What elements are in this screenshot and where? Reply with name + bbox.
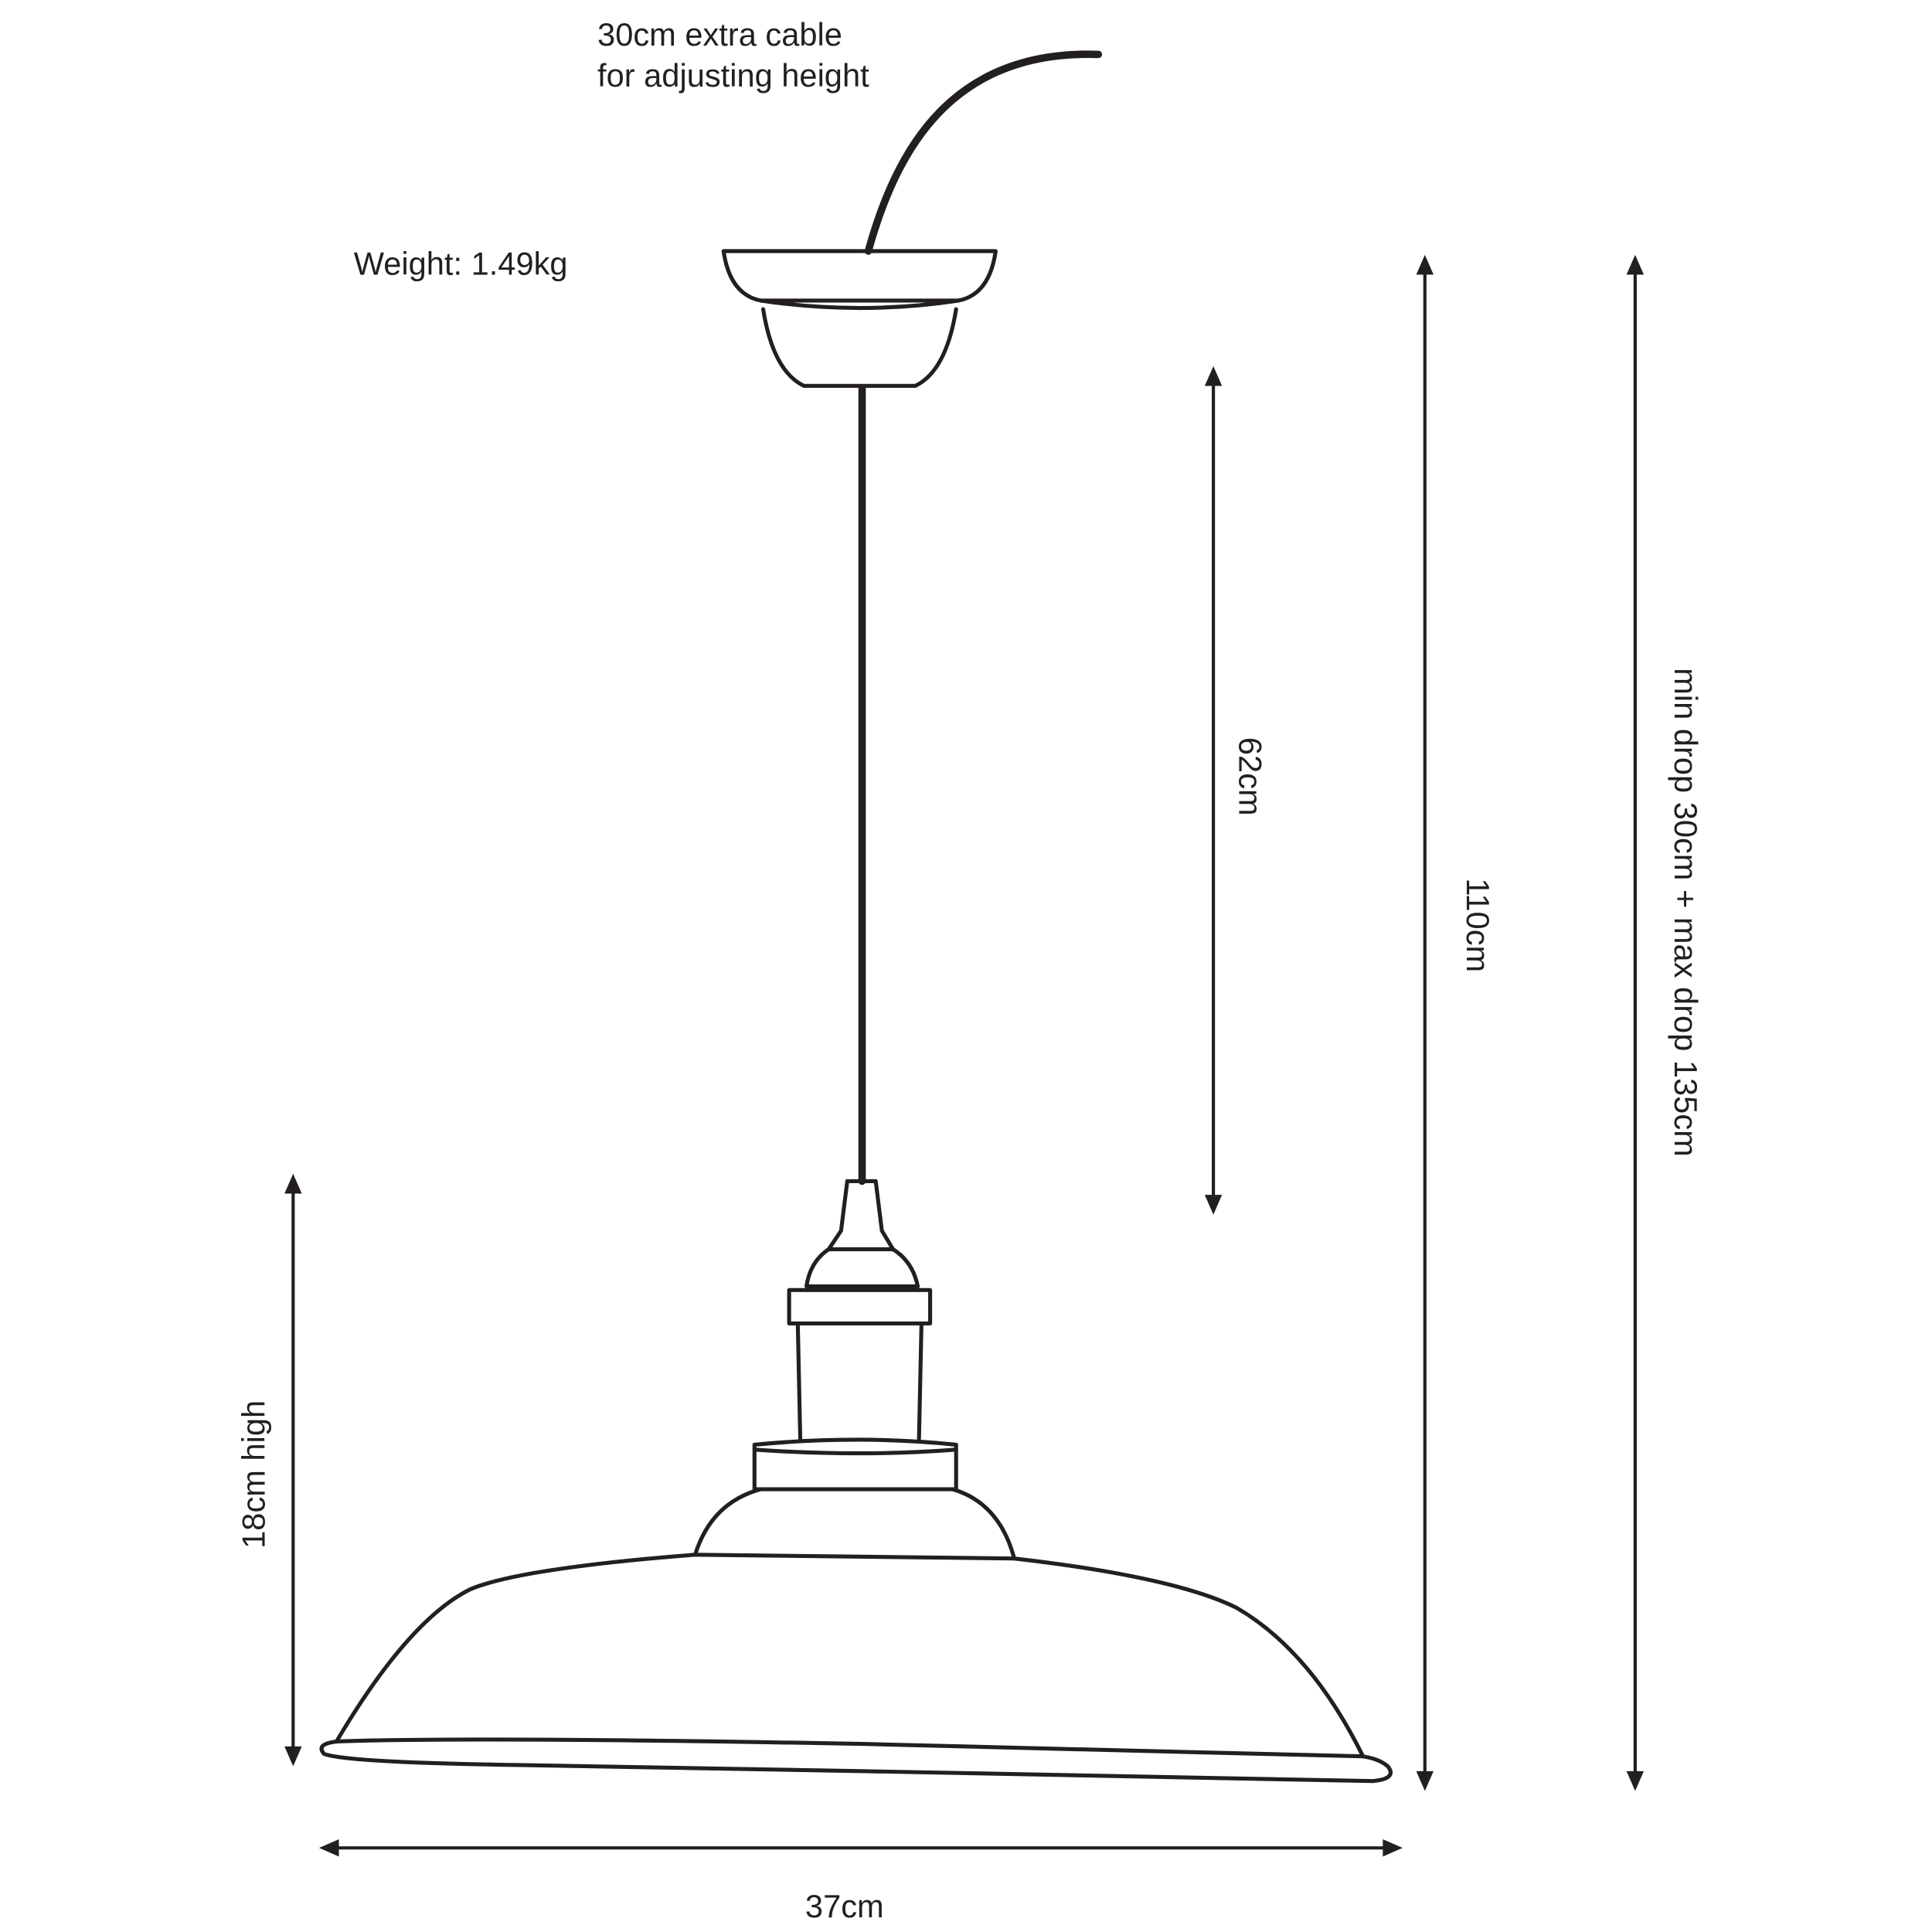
dimension-18cm (284, 1173, 302, 1767)
weight-label: Weight: 1.49kg (354, 245, 568, 281)
cable-note-line1: 30cm extra cable (597, 16, 842, 53)
lamp-shade (319, 1487, 1393, 1784)
extra-cable (864, 50, 1103, 255)
shade-height-label: 18cm high (236, 1400, 272, 1549)
drop-range-label: min drop 30cm + max drop 135cm (1668, 668, 1704, 1157)
lamp-holder (752, 1179, 958, 1492)
total-height-label: 110cm (1460, 878, 1496, 972)
cable-length-label: 62cm (1233, 737, 1269, 816)
cable-note-line2: for adjusting height (597, 57, 869, 94)
dimension-37cm (318, 1838, 1403, 1857)
shade-width-label: 37cm (805, 1888, 884, 1924)
dimension-62cm (1204, 366, 1223, 1215)
ceiling-rose (721, 249, 998, 388)
dimension-drop-range (1626, 254, 1645, 1791)
dimension-110cm (1416, 254, 1434, 1791)
